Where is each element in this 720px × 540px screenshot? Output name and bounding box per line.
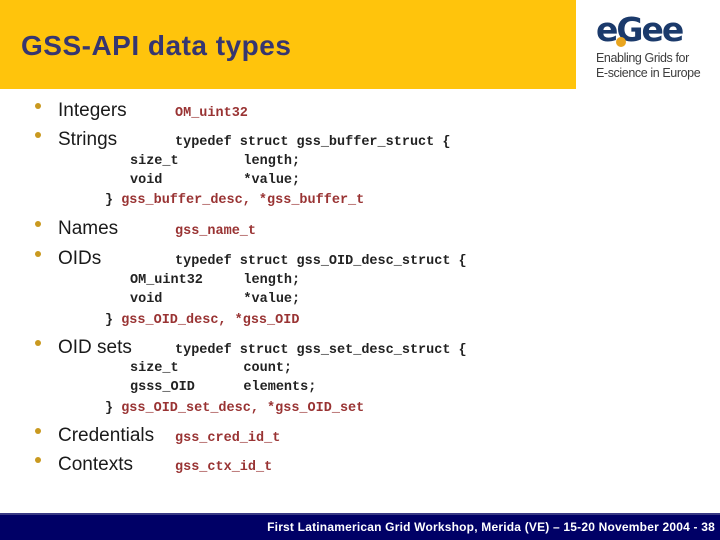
struct-member-line: void *value;: [130, 292, 301, 307]
egee-logo-word: eGee: [596, 10, 684, 49]
item-label: OIDs: [58, 248, 102, 269]
struct-member-line: gsss_OID elements;: [130, 380, 317, 395]
item-label: Credentials: [58, 425, 155, 446]
bullet-icon: [35, 340, 41, 346]
logo-letter: e: [596, 10, 618, 49]
code-typedef: typedef struct gss_buffer_struct {: [175, 135, 451, 150]
bullet-item-credentials: Credentials gss_cred_id_t: [35, 425, 280, 447]
egee-logo: eGee Enabling Grids for E-science in Eur…: [576, 0, 720, 95]
egee-tagline-line2: E-science in Europe: [596, 66, 701, 80]
bullet-icon: [35, 251, 41, 257]
item-label: Integers: [58, 100, 127, 121]
struct-member-line: void *value;: [130, 173, 301, 188]
bullet-item-strings: Strings typedef struct gss_buffer_struct …: [35, 129, 450, 151]
struct-member-line: OM_uint32 length;: [130, 273, 301, 288]
item-label: Names: [58, 218, 119, 239]
code-value: gss_name_t: [175, 224, 257, 239]
struct-close-line: } gss_OID_desc, *gss_OID: [105, 313, 299, 328]
bullet-item-names: Names gss_name_t: [35, 218, 256, 240]
egee-tagline-line1: Enabling Grids for: [596, 51, 689, 65]
bullet-item-oid-sets: OID sets typedef struct gss_set_desc_stru…: [35, 337, 467, 359]
struct-close-line: } gss_buffer_desc, *gss_buffer_t: [105, 193, 364, 208]
bullet-icon: [35, 428, 41, 434]
code-typedef: typedef struct gss_set_desc_struct {: [175, 343, 467, 358]
bullet-icon: [35, 103, 41, 109]
struct-close-line: } gss_OID_set_desc, *gss_OID_set: [105, 401, 364, 416]
code-value: OM_uint32: [175, 106, 248, 121]
code-value: gss_ctx_id_t: [175, 460, 273, 475]
bullet-icon: [35, 132, 41, 138]
bullet-item-oids: OIDs typedef struct gss_OID_desc_struct {: [35, 248, 467, 270]
logo-letter: e: [641, 10, 663, 49]
slide-footer: First Latinamerican Grid Workshop, Merid…: [0, 513, 720, 540]
bullet-icon: [35, 457, 41, 463]
header-gold-band: [0, 0, 576, 89]
bullet-item-integers: Integers OM_uint32: [35, 100, 248, 122]
close-brace: }: [105, 313, 122, 328]
struct-type-names: gss_buffer_desc, *gss_buffer_t: [121, 193, 365, 208]
egee-tagline: Enabling Grids for E-science in Europe: [596, 51, 701, 81]
struct-member-line: size_t count;: [130, 361, 293, 376]
close-brace: }: [105, 193, 122, 208]
close-brace: }: [105, 401, 122, 416]
item-label: Contexts: [58, 454, 133, 475]
bullet-item-contexts: Contexts gss_ctx_id_t: [35, 454, 272, 476]
logo-letter-g-with-ball-icon: G: [616, 10, 643, 49]
struct-type-names: gss_OID_set_desc, *gss_OID_set: [121, 401, 365, 416]
code-value: gss_cred_id_t: [175, 431, 281, 446]
logo-letter: e: [661, 10, 684, 49]
footer-text: First Latinamerican Grid Workshop, Merid…: [267, 520, 715, 534]
slide-title: GSS-API data types: [21, 30, 292, 61]
item-label: OID sets: [58, 337, 132, 358]
bullet-icon: [35, 221, 41, 227]
struct-member-line: size_t length;: [130, 154, 301, 169]
code-typedef: typedef struct gss_OID_desc_struct {: [175, 254, 467, 269]
struct-type-names: gss_OID_desc, *gss_OID: [121, 313, 300, 328]
item-label: Strings: [58, 129, 118, 150]
